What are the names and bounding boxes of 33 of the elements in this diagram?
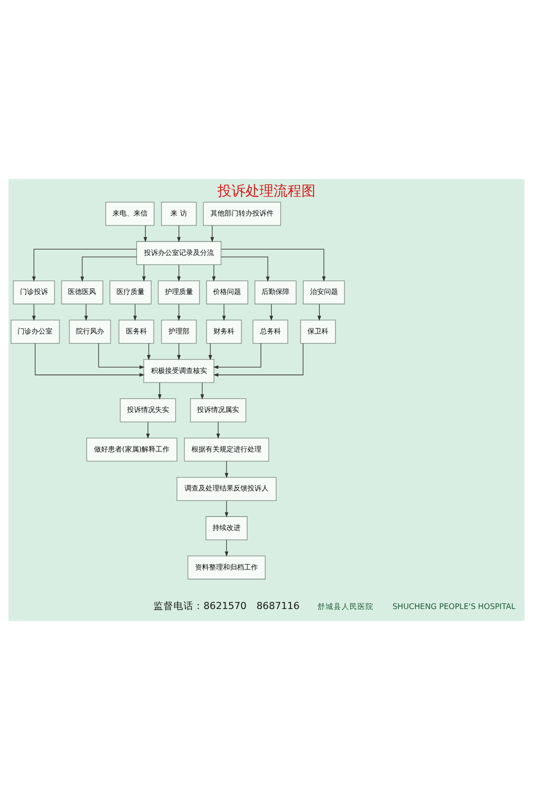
arrow (224, 540, 228, 557)
arrow (84, 304, 88, 321)
arrow (34, 343, 145, 377)
arrow (224, 461, 228, 478)
arrow (210, 225, 214, 242)
arrow (98, 342, 145, 369)
arrow (222, 304, 226, 321)
arrow (220, 256, 270, 282)
arrow (213, 343, 304, 377)
arrow (80, 256, 137, 282)
arrow (133, 304, 137, 321)
arrow (200, 382, 204, 400)
arrow (144, 225, 148, 242)
arrow (177, 343, 181, 360)
arrow (216, 422, 220, 439)
arrow (158, 382, 162, 400)
arrow (177, 225, 181, 242)
arrow (32, 248, 137, 282)
arrow (220, 248, 326, 282)
arrow (146, 422, 150, 439)
arrow (318, 304, 322, 321)
arrow (212, 264, 216, 282)
arrow (213, 342, 262, 369)
arrow (177, 264, 181, 282)
diagram-title: 投诉处理流程图 (218, 183, 316, 200)
arrow (208, 343, 212, 360)
arrow (142, 264, 146, 282)
arrow (146, 343, 151, 360)
arrow (224, 500, 228, 518)
arrow (270, 304, 274, 321)
arrow (177, 304, 181, 321)
arrow (32, 304, 36, 321)
label: 监督电话：8621570 8687116 (154, 601, 300, 612)
